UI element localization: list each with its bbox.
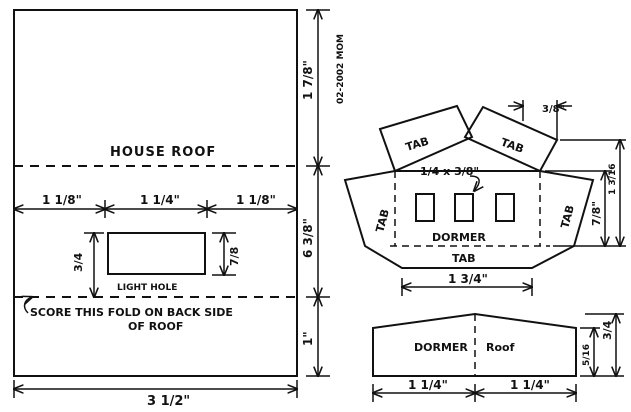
dormer-roof-label-right: Roof — [486, 341, 515, 354]
house-roof-outline — [13, 9, 298, 377]
dim-roof-height-inner-label: 5/16 — [582, 344, 592, 366]
dormer-window-2 — [454, 193, 474, 222]
dim-roof-height-outer-label: 3/4 — [601, 320, 614, 340]
tab-side-right-label: TAB — [558, 204, 577, 230]
score-note-line1: SCORE THIS FOLD ON BACK SIDE — [30, 306, 233, 319]
dim-dormer-bottom-width-label: 1 3/4" — [448, 272, 488, 286]
house-roof-title: HOUSE ROOF — [110, 145, 216, 160]
light-hole-label: LIGHT HOLE — [117, 283, 177, 293]
dim-right-offset-label: 1 1/8" — [236, 193, 276, 207]
dim-roof-left-width-label: 1 1/4" — [408, 378, 448, 392]
dim-dormer-height-inner-label: 7/8" — [590, 201, 603, 226]
dormer-front-panel: TAB TAB TAB TAB TAB DORMER 1/4 x 3/8" 3/… — [343, 100, 626, 296]
tab-side-left-label: TAB — [373, 208, 392, 234]
signature: 02-2002 MOM — [336, 34, 346, 104]
dim-roof-right-width-label: 1 1/4" — [510, 378, 550, 392]
dim-total-height-label: 6 3/8" — [301, 218, 315, 258]
dormer-roof-label-left: DORMER — [414, 341, 468, 354]
dormer-roof-panel: DORMER Roof 1 1/4" 1 1/4" 5/16 3/4 — [373, 314, 624, 402]
dormer-roof-outline — [372, 312, 577, 377]
tab-upper-left-outline — [378, 104, 474, 173]
tab-upper-left-label: TAB — [404, 135, 430, 154]
dim-left-offset-label: 1 1/8" — [42, 193, 82, 207]
dim-dormer-height-outer-label: 1 3/16 — [608, 164, 618, 195]
dormer-front-label: DORMER — [432, 231, 486, 244]
score-pointer-icon — [25, 297, 32, 314]
dormer-window-3 — [495, 193, 515, 222]
tab-upper-right-label: TAB — [499, 136, 526, 156]
dim-bottom-height-label: 1" — [301, 331, 315, 346]
dim-hole-width-label: 1 1/4" — [140, 193, 180, 207]
score-note-line2: OF ROOF — [128, 320, 183, 333]
window-size-label: 1/4 x 3/8" — [420, 165, 479, 178]
dim-top-tab-label: 3/8" — [542, 104, 565, 115]
dim-top-height-label: 1 7/8" — [301, 60, 315, 100]
window-pointer-icon — [469, 175, 479, 191]
dormer-window-1 — [415, 193, 435, 222]
dim-hole-height-left-label: 3/4 — [72, 252, 85, 272]
light-hole — [107, 232, 206, 275]
dim-width-label: 3 1/2" — [147, 394, 190, 409]
house-roof-panel: HOUSE ROOF 1 1/8" 1 1/4" 1 1/8" LIGHT HO… — [14, 10, 346, 409]
tab-bottom-label: TAB — [452, 252, 476, 265]
dim-hole-height-right-label: 7/8 — [228, 247, 241, 266]
